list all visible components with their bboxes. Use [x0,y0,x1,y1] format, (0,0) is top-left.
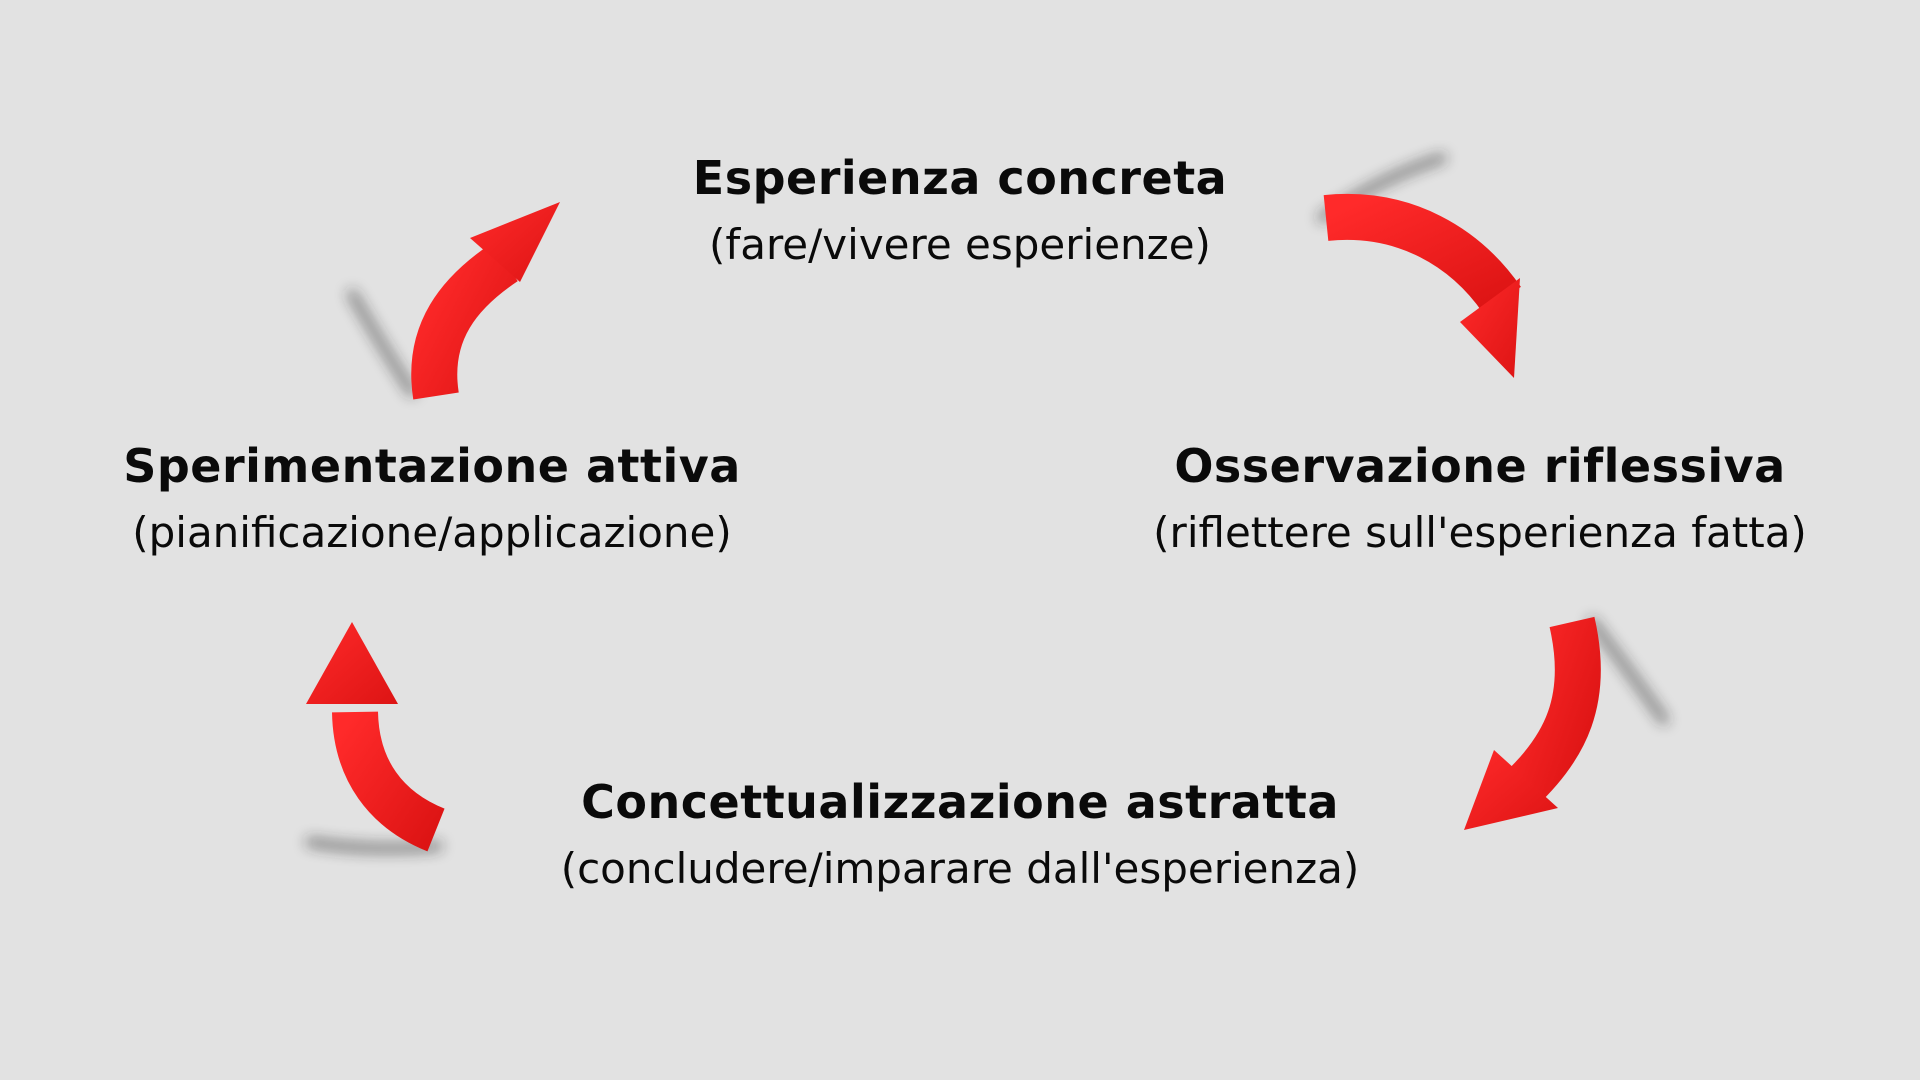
node-active-experimentation: Sperimentazione attiva (pianificazione/a… [123,438,741,562]
node-title: Esperienza concreta [692,151,1228,205]
node-reflective-observation: Osservazione riflessiva (riflettere sull… [1153,438,1807,562]
node-subtitle: (riflettere sull'esperienza fatta) [1153,508,1807,557]
node-subtitle: (concludere/imparare dall'esperienza) [560,844,1360,893]
node-abstract-conceptualization: Concettualizzazione astratta (concludere… [561,774,1360,898]
node-subtitle: (fare/vivere esperienze) [709,220,1211,269]
node-title: Concettualizzazione astratta [581,775,1339,829]
node-concrete-experience: Esperienza concreta (fare/vivere esperie… [693,150,1227,274]
arrow-left-to-top [411,202,560,400]
shadow-left-top [347,289,417,397]
arrow-right-to-bottom [1464,616,1601,830]
node-title: Sperimentazione attiva [123,439,741,493]
shadow-right-bottom [1587,617,1669,725]
arrow-bottom-to-left [306,622,446,852]
node-subtitle: (pianificazione/applicazione) [132,508,732,557]
arrow-top-to-right [1323,194,1521,378]
node-title: Osservazione riflessiva [1174,439,1786,493]
